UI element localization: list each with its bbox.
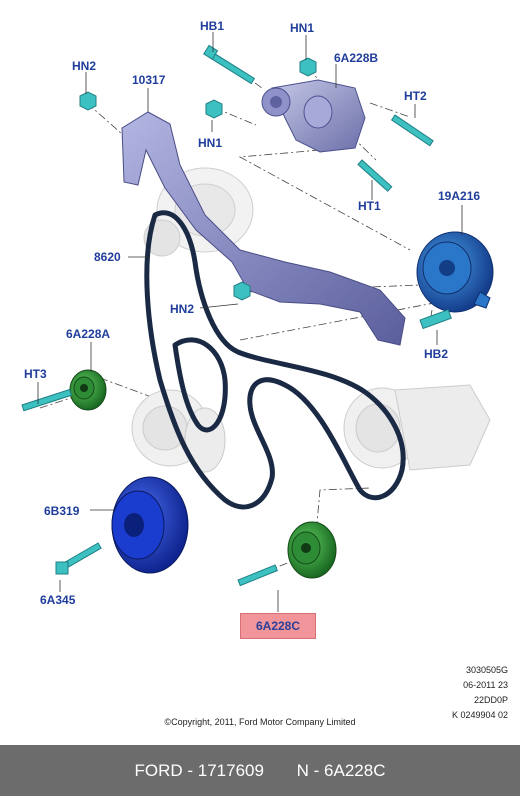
label-hn2-mid[interactable]: HN2 (170, 302, 194, 316)
selected-part-label[interactable]: 6A228C (240, 613, 316, 639)
label-10317[interactable]: 10317 (132, 73, 166, 87)
drawing-variant: 22DD0P (473, 695, 508, 705)
drawing-code: 3030505G (465, 665, 508, 675)
leader-lines (37, 32, 463, 612)
nut-hn1-top[interactable] (299, 57, 317, 77)
nut-hn2-mid[interactable] (233, 281, 251, 301)
label-hb2[interactable]: HB2 (424, 347, 448, 361)
label-8620[interactable]: 8620 (94, 250, 121, 264)
crank-ghost (131, 389, 226, 473)
bolt-hb2[interactable] (419, 309, 452, 330)
pulley-19a216[interactable] (416, 231, 494, 313)
label-ht1[interactable]: HT1 (358, 199, 381, 213)
idler-pulley-6a228c[interactable] (287, 521, 337, 579)
label-ht2[interactable]: HT2 (404, 89, 427, 103)
copyright-text: ©Copyright, 2011, Ford Motor Company Lim… (164, 717, 356, 727)
fasteners (21, 44, 452, 587)
label-6a228b[interactable]: 6A228B (334, 51, 378, 65)
label-6a345[interactable]: 6A345 (40, 593, 76, 607)
label-ht3[interactable]: HT3 (24, 367, 47, 381)
bolt-ht1[interactable] (357, 159, 393, 192)
footer-part-number: FORD - 1717609 (134, 761, 264, 780)
tensioner-6a228b[interactable] (261, 79, 366, 153)
nut-hn1-mid[interactable] (205, 99, 223, 119)
idler-pulley-6a228a[interactable] (69, 369, 107, 411)
bolt-ht3[interactable] (21, 388, 73, 412)
label-6a228a[interactable]: 6A228A (66, 327, 110, 341)
footer-reference: N - 6A228C (296, 761, 386, 780)
label-hn1-top[interactable]: HN1 (290, 21, 314, 35)
label-hn2-top[interactable]: HN2 (72, 59, 96, 73)
drawing-id: K 0249904 02 (451, 710, 508, 720)
drive-belt-8620[interactable] (144, 210, 406, 510)
label-hb1[interactable]: HB1 (200, 19, 224, 33)
nut-hn2-top[interactable] (79, 91, 97, 111)
label-6b319[interactable]: 6B319 (44, 504, 80, 518)
exploded-diagram: HB1 HN1 6A228B HN2 10317 HT2 HN1 HT1 19A… (21, 19, 494, 612)
bolt-ht2[interactable] (390, 114, 434, 147)
bolt-6a228c[interactable] (237, 564, 278, 587)
footer-bar: FORD - 1717609 N - 6A228C (0, 745, 520, 796)
bolt-6a345[interactable] (55, 542, 102, 575)
bolt-hb1[interactable] (203, 44, 256, 85)
label-19a216[interactable]: 19A216 (438, 189, 480, 203)
water-pump-ghost (343, 384, 491, 471)
bracket-10317[interactable] (121, 111, 406, 346)
crank-pulley-6b319[interactable] (111, 476, 189, 574)
drawing-info: 3030505G 06-2011 23 22DD0P K 0249904 02 (452, 663, 508, 723)
label-hn1-mid[interactable]: HN1 (198, 136, 222, 150)
drawing-date: 06-2011 23 (463, 680, 508, 690)
